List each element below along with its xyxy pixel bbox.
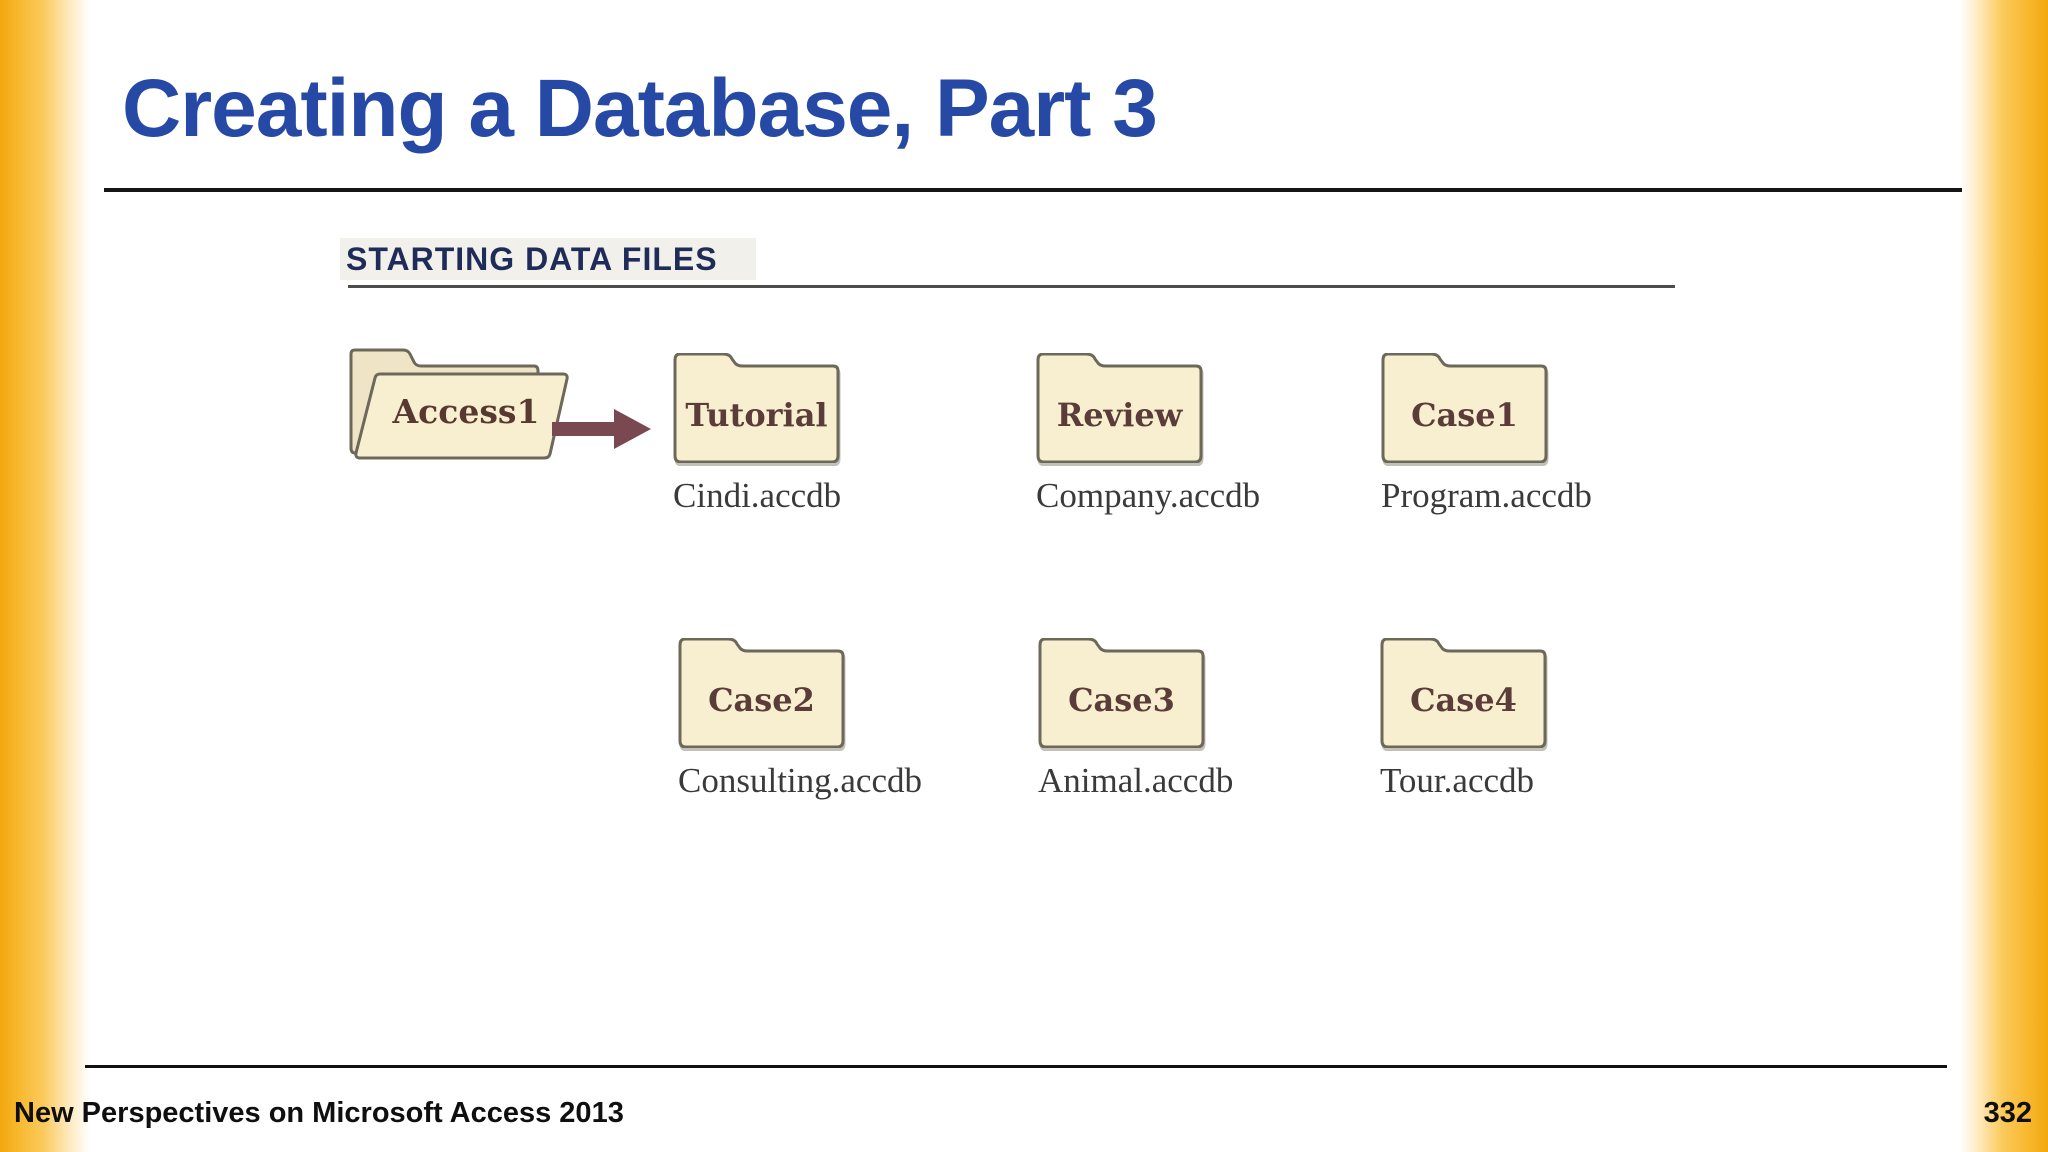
folder-group-tutorial: Tutorial Cindi.accdb <box>673 353 973 516</box>
open-folder-access1: Access1 <box>347 348 570 462</box>
folder-label: Case3 <box>1068 680 1175 719</box>
folder-group-case2: Case2 Consulting.accdb <box>678 638 978 801</box>
folder-group-review: Review Company.accdb <box>1036 353 1336 516</box>
arrow-icon <box>552 409 651 449</box>
file-label: Cindi.accdb <box>673 476 842 515</box>
folder-case1: Case1 <box>1381 353 1548 463</box>
folder-icon <box>1036 353 1203 463</box>
page-title: Creating a Database, Part 3 <box>122 63 1158 154</box>
folder-case3: Case3 <box>1038 638 1205 748</box>
file-label: Consulting.accdb <box>678 761 922 800</box>
figure-heading-rule <box>348 285 1675 288</box>
file-label: Company.accdb <box>1036 476 1261 515</box>
open-folder-icon <box>349 348 569 460</box>
folder-icon <box>1038 638 1205 748</box>
folder-icon <box>678 638 845 748</box>
folder-group-case3: Case3 Animal.accdb <box>1038 638 1338 801</box>
title-rule <box>104 188 1962 192</box>
folder-group-case4: Case4 Tour.accdb <box>1380 638 1680 801</box>
folder-icon <box>1381 353 1548 463</box>
folder-icon <box>673 353 840 463</box>
folder-review: Review <box>1036 353 1203 463</box>
open-folder-label: Access1 <box>392 392 540 431</box>
figure-heading: STARTING DATA FILES <box>346 241 718 277</box>
left-accent-bar <box>0 0 90 1152</box>
file-label: Animal.accdb <box>1038 761 1234 800</box>
footer-rule <box>85 1065 1947 1068</box>
folder-icon <box>1380 638 1547 748</box>
footer-text: New Perspectives on Microsoft Access 201… <box>14 1097 624 1129</box>
folder-label: Review <box>1056 395 1183 434</box>
right-accent-bar <box>1960 0 2048 1152</box>
folder-label: Case1 <box>1411 395 1518 434</box>
file-label: Tour.accdb <box>1380 761 1535 800</box>
file-label: Program.accdb <box>1381 476 1592 515</box>
folder-label: Case2 <box>708 680 815 719</box>
folder-label: Tutorial <box>685 395 828 434</box>
page-number: 332 <box>1983 1097 2032 1129</box>
folder-tutorial: Tutorial <box>673 353 840 463</box>
folder-label: Case4 <box>1410 680 1517 719</box>
folder-case4: Case4 <box>1380 638 1547 748</box>
folder-case2: Case2 <box>678 638 845 748</box>
figure-heading-band <box>340 238 756 280</box>
folder-group-case1: Case1 Program.accdb <box>1381 353 1681 516</box>
